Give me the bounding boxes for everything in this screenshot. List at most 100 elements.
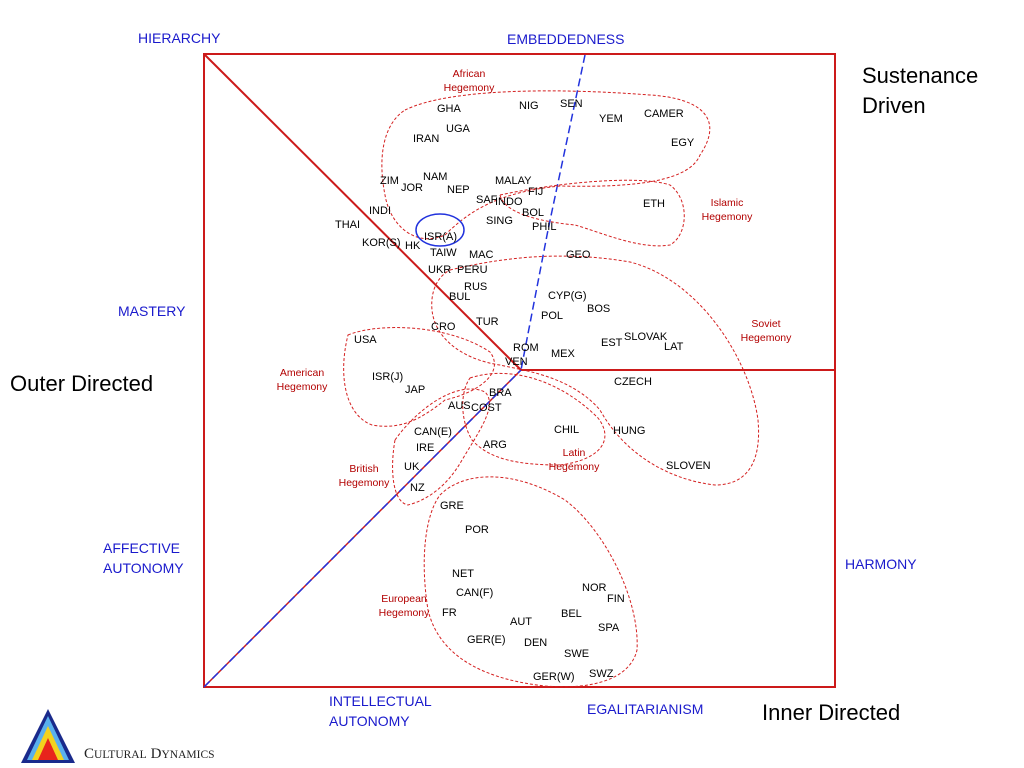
country-label: PERU — [457, 264, 488, 276]
hierarchy-label: HIERARCHY — [138, 30, 221, 46]
country-label: NEP — [447, 184, 470, 196]
latin-cluster — [462, 372, 606, 466]
country-label: SWE — [564, 648, 589, 660]
country-label: NAM — [423, 171, 447, 183]
country-label: HK — [405, 240, 421, 252]
country-label: NZ — [410, 482, 425, 494]
soviet-hegemony-label-line1: Soviet — [751, 318, 780, 330]
country-label: DEN — [524, 637, 547, 649]
egalitarianism-label: EGALITARIANISM — [587, 701, 703, 717]
country-label: NIG — [519, 100, 539, 112]
country-label: EST — [601, 337, 623, 349]
country-label: YEM — [599, 113, 623, 125]
country-label: IRAN — [413, 133, 439, 145]
country-label: CAMER — [644, 108, 684, 120]
country-label: CYP(G) — [548, 290, 587, 302]
country-label: RUS — [464, 281, 487, 293]
country-label: COST — [471, 402, 502, 414]
country-label: THAI — [335, 219, 360, 231]
country-label: ZIM — [380, 175, 399, 187]
country-label: AUT — [510, 616, 532, 628]
european-cluster — [423, 476, 638, 688]
country-label: TAIW — [430, 247, 457, 259]
country-label: CRO — [431, 321, 456, 333]
country-label: GER(W) — [533, 671, 575, 683]
sustenance-driven-label-line2: Driven — [862, 93, 926, 118]
israel-arab-highlight-ellipse — [415, 213, 465, 247]
country-labels: GHA NIG SEN YEM CAMER UGA IRAN EGY ZIM N… — [335, 98, 711, 683]
country-label: SWZ — [589, 668, 614, 680]
country-label: FIN — [607, 593, 625, 605]
mastery-label: MASTERY — [118, 303, 186, 319]
country-label: GEO — [566, 249, 591, 261]
country-label: USA — [354, 334, 377, 346]
country-label: MALAY — [495, 175, 532, 187]
country-label: ROM — [513, 342, 539, 354]
country-label: PHIL — [532, 221, 556, 233]
country-label: LAT — [664, 341, 684, 353]
country-label: ETH — [643, 198, 665, 210]
country-label: GHA — [437, 103, 462, 115]
country-label: NOR — [582, 582, 607, 594]
harmony-label: HARMONY — [845, 556, 917, 572]
cluster-outlines — [343, 90, 760, 688]
embeddedness-label: EMBEDDEDNESS — [507, 31, 624, 47]
country-label: SLOVEN — [666, 460, 711, 472]
sustenance-driven-label-line1: Sustenance — [862, 63, 978, 88]
country-label: FIJ — [528, 186, 543, 198]
country-label: UK — [404, 461, 420, 473]
intellectual-autonomy-label-line2: AUTONOMY — [329, 713, 410, 729]
country-label: BOS — [587, 303, 610, 315]
country-label: KOR(S) — [362, 237, 401, 249]
country-label: CAN(F) — [456, 587, 493, 599]
country-label: INDO — [495, 196, 523, 208]
affective-autonomy-label-line1: AFFECTIVE — [103, 540, 180, 556]
islamic-cluster — [499, 179, 685, 247]
country-label: POL — [541, 310, 563, 322]
country-label: BUL — [449, 291, 470, 303]
country-label: HUNG — [613, 425, 645, 437]
autonomy-dashed-line — [203, 369, 522, 688]
country-label: POR — [465, 524, 489, 536]
latin-hegemony-label-line1: Latin — [563, 447, 586, 459]
european-hegemony-label-line2: Hegemony — [379, 607, 431, 619]
soviet-cluster — [431, 255, 760, 486]
logo-triangle-red-icon — [38, 738, 58, 760]
country-label: SPA — [598, 622, 620, 634]
outer-directed-label: Outer Directed — [10, 371, 153, 396]
country-label: CAN(E) — [414, 426, 452, 438]
african-hegemony-label-line1: African — [453, 68, 486, 80]
country-label: JAP — [405, 384, 425, 396]
african-hegemony-label-line2: Hegemony — [444, 82, 496, 94]
country-label: BRA — [489, 387, 512, 399]
country-label: BEL — [561, 608, 582, 620]
country-label: ISR(J) — [372, 371, 403, 383]
country-label: BOL — [522, 207, 544, 219]
country-label: SAF — [476, 194, 498, 206]
country-label: MEX — [551, 348, 576, 360]
country-label: NET — [452, 568, 474, 580]
country-label: ISR(A) — [424, 231, 457, 243]
country-label: UGA — [446, 123, 471, 135]
country-label: CHIL — [554, 424, 579, 436]
country-label: MAC — [469, 249, 494, 261]
country-label: JOR — [401, 182, 423, 194]
american-hegemony-label-line2: Hegemony — [277, 381, 329, 393]
country-label: FR — [442, 607, 457, 619]
country-label: GER(E) — [467, 634, 506, 646]
affective-autonomy-label-line2: AUTONOMY — [103, 560, 184, 576]
islamic-hegemony-label-line2: Hegemony — [702, 211, 754, 223]
american-hegemony-label-line1: American — [280, 367, 325, 379]
hierarchy-diagonal — [203, 53, 522, 371]
american-cluster — [343, 327, 495, 427]
soviet-hegemony-label-line2: Hegemony — [741, 332, 793, 344]
country-label: VEN — [505, 356, 528, 368]
british-hegemony-label-line2: Hegemony — [339, 477, 391, 489]
country-label: TUR — [476, 316, 499, 328]
country-label: EGY — [671, 137, 695, 149]
country-label: AUS — [448, 400, 471, 412]
